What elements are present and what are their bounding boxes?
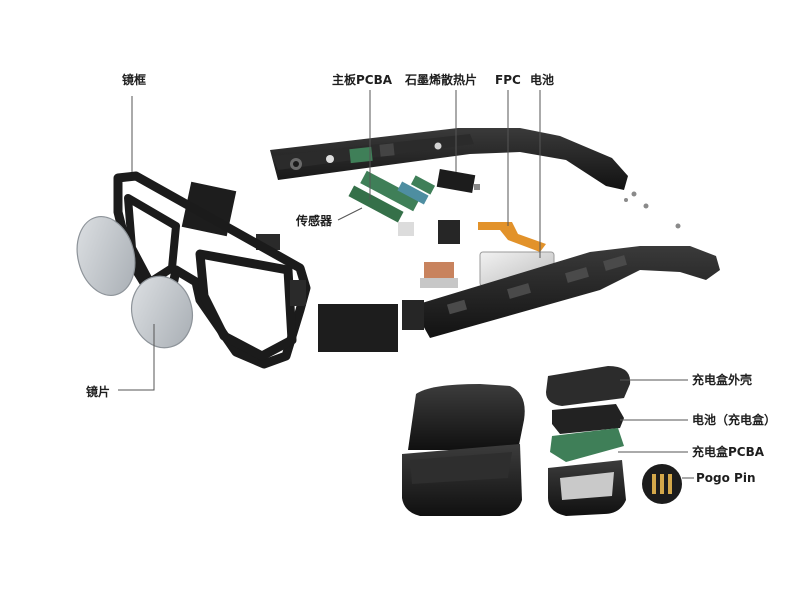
hinge-parts bbox=[181, 181, 424, 352]
glasses-frame bbox=[113, 171, 311, 369]
label-case-shell: 充电盒外壳 bbox=[692, 373, 753, 387]
case-shell-lid bbox=[546, 366, 631, 406]
lower-temple-arm bbox=[412, 246, 720, 338]
case-pcba bbox=[550, 428, 624, 462]
copper-heat-block bbox=[420, 262, 458, 288]
label-case-pcba: 充电盒PCBA bbox=[692, 445, 765, 459]
pogo-pin-detail bbox=[642, 464, 682, 504]
label-battery: 电池 bbox=[530, 73, 555, 87]
case-battery bbox=[552, 404, 624, 434]
fpc-ribbon bbox=[478, 222, 546, 252]
main-pcba-boards bbox=[348, 170, 436, 236]
label-lens: 镜片 bbox=[86, 385, 111, 399]
screws bbox=[624, 191, 681, 229]
leader-lines bbox=[118, 90, 694, 479]
label-sensor: 传感器 bbox=[296, 214, 333, 228]
graphene-heatsink bbox=[436, 169, 480, 193]
label-frame: 镜框 bbox=[122, 73, 147, 87]
label-fpc: FPC bbox=[495, 73, 521, 87]
upper-temple-arm bbox=[270, 128, 628, 190]
small-sensor-block bbox=[438, 220, 460, 244]
label-main-pcba: 主板PCBA bbox=[332, 73, 393, 87]
label-pogo-pin: Pogo Pin bbox=[696, 471, 756, 485]
case-base bbox=[548, 460, 626, 516]
lenses bbox=[76, 216, 193, 349]
label-case-battery: 电池（充电盒） bbox=[692, 413, 777, 427]
charging-case-open bbox=[402, 384, 525, 516]
label-graphene-heatsink: 石墨烯散热片 bbox=[405, 73, 478, 87]
